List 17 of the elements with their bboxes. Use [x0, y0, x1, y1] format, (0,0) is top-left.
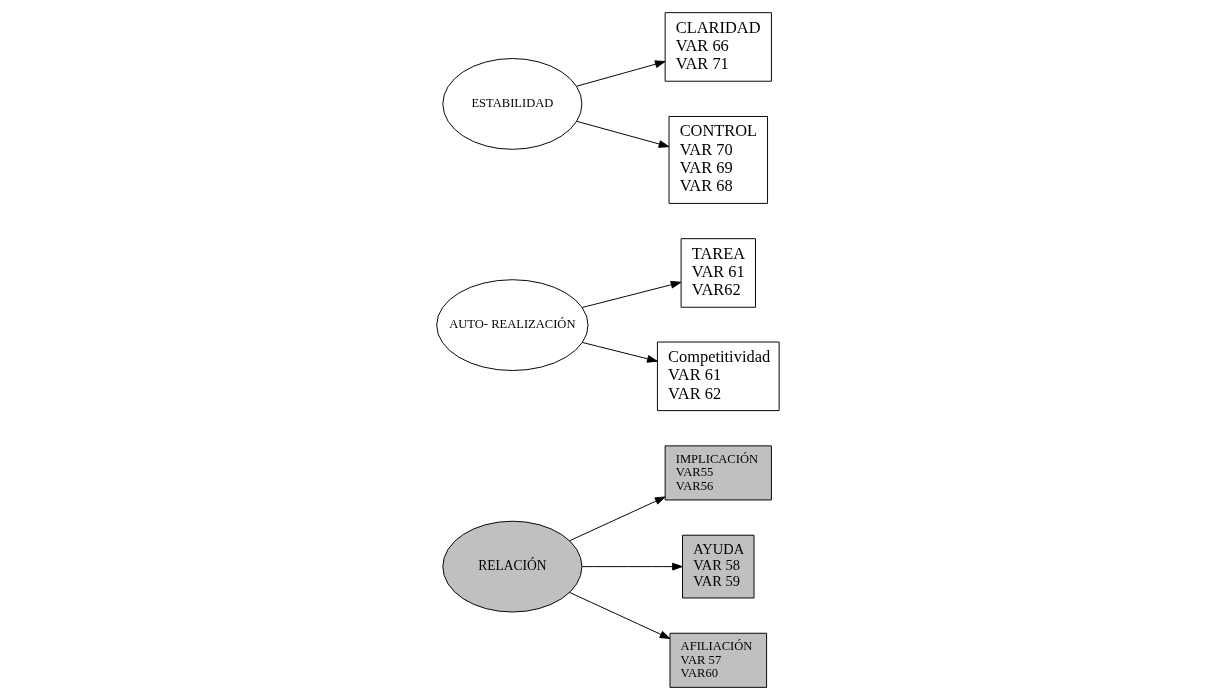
node-box: AFILIACIÓN VAR 57 VAR60: [669, 632, 767, 688]
arrow: [581, 562, 683, 571]
arrow: [575, 120, 669, 148]
arrow: [568, 496, 666, 542]
node-box: CONTROL VAR 70 VAR 69 VAR 68: [668, 116, 768, 204]
node-ellipse: AUTO- REALIZACIÓN: [435, 279, 589, 371]
arrow: [581, 341, 658, 363]
arrow: [581, 280, 681, 309]
node-box: CLARIDAD VAR 66 VAR 71: [664, 12, 772, 82]
node-box: AYUDA VAR 58 VAR 59: [681, 534, 754, 599]
node-ellipse: RELACIÓN: [441, 520, 582, 613]
node-ellipse: ESTABILIDAD: [441, 58, 582, 150]
arrow: [575, 60, 666, 87]
arrow: [568, 591, 670, 639]
node-box: IMPLICACIÓN VAR55 VAR56: [664, 445, 772, 501]
node-box: TAREA VAR 61 VAR62: [680, 238, 756, 308]
node-box: Competitividad VAR 61 VAR 62: [656, 341, 780, 412]
